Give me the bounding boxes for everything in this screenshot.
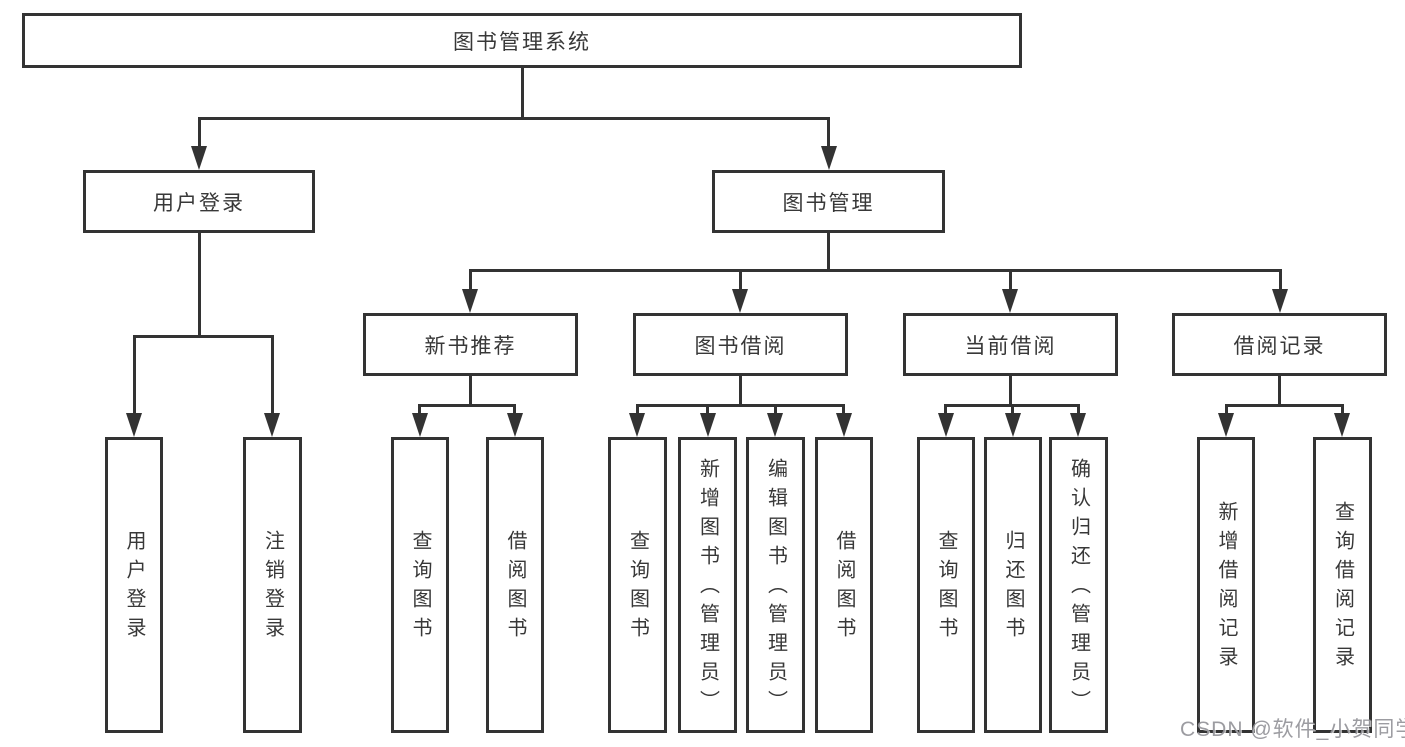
- leaf-query-books-current: 查询图书: [917, 437, 975, 733]
- arrowhead-down-icon: [126, 413, 142, 437]
- connector-line: [1278, 376, 1281, 406]
- node-borrowing-records: 借阅记录: [1172, 313, 1387, 376]
- connector-line: [133, 335, 136, 417]
- connector-line: [521, 68, 524, 118]
- connector-line: [636, 404, 844, 407]
- leaf-query-borrow-record: 查询借阅记录: [1313, 437, 1372, 733]
- arrowhead-down-icon: [1218, 413, 1234, 437]
- arrowhead-down-icon: [629, 413, 645, 437]
- connector-line: [198, 117, 830, 120]
- connector-line: [1279, 269, 1282, 293]
- leaf-borrow-books: 借阅图书: [815, 437, 873, 733]
- arrowhead-down-icon: [264, 413, 280, 437]
- leaf-query-books-borrowing: 查询图书: [608, 437, 667, 733]
- connector-line: [469, 376, 472, 406]
- arrowhead-down-icon: [700, 413, 716, 437]
- leaf-borrow-books-recommend: 借阅图书: [486, 437, 544, 733]
- node-current-borrowing: 当前借阅: [903, 313, 1118, 376]
- leaf-query-books-recommend: 查询图书: [391, 437, 449, 733]
- connector-line: [1009, 269, 1012, 293]
- leaf-edit-books-admin: 编辑图书（管理员）: [746, 437, 805, 733]
- leaf-logout: 注销登录: [243, 437, 302, 733]
- connector-line: [198, 117, 201, 149]
- arrowhead-down-icon: [507, 413, 523, 437]
- connector-line: [271, 335, 274, 417]
- connector-line: [636, 404, 639, 415]
- leaf-add-books-admin: 新增图书（管理员）: [678, 437, 737, 733]
- arrowhead-down-icon: [1272, 289, 1288, 313]
- connector-line: [827, 117, 830, 149]
- connector-line: [1341, 404, 1344, 415]
- node-root: 图书管理系统: [22, 13, 1022, 68]
- connector-line: [133, 335, 274, 338]
- node-book-borrowing: 图书借阅: [633, 313, 848, 376]
- connector-line: [513, 404, 516, 415]
- connector-line: [198, 233, 201, 337]
- leaf-add-borrow-record: 新增借阅记录: [1197, 437, 1255, 733]
- arrowhead-down-icon: [821, 146, 837, 170]
- arrowhead-down-icon: [767, 413, 783, 437]
- connector-line: [469, 269, 1281, 272]
- connector-line: [739, 269, 742, 293]
- leaf-confirm-return-admin: 确认归还（管理员）: [1049, 437, 1108, 733]
- connector-line: [842, 404, 845, 415]
- connector-line: [1011, 404, 1014, 415]
- connector-line: [469, 269, 472, 293]
- node-book-management: 图书管理: [712, 170, 945, 233]
- arrowhead-down-icon: [462, 289, 478, 313]
- leaf-user-login: 用户登录: [105, 437, 163, 733]
- connector-line: [419, 404, 515, 407]
- node-user-login: 用户登录: [83, 170, 315, 233]
- leaf-return-books: 归还图书: [984, 437, 1042, 733]
- arrowhead-down-icon: [1005, 413, 1021, 437]
- arrowhead-down-icon: [836, 413, 852, 437]
- connector-line: [739, 376, 742, 406]
- connector-line: [1077, 404, 1080, 415]
- node-new-book-recommend: 新书推荐: [363, 313, 578, 376]
- connector-line: [1225, 404, 1228, 415]
- connector-line: [418, 404, 421, 415]
- connector-line: [774, 404, 777, 415]
- connector-line: [1225, 404, 1342, 407]
- arrowhead-down-icon: [1002, 289, 1018, 313]
- arrowhead-down-icon: [938, 413, 954, 437]
- connector-line: [1009, 376, 1012, 406]
- csdn-watermark: CSDN @软件_小贺同学: [1180, 718, 1405, 741]
- arrowhead-down-icon: [1070, 413, 1086, 437]
- arrowhead-down-icon: [1334, 413, 1350, 437]
- arrowhead-down-icon: [191, 146, 207, 170]
- connector-line: [827, 233, 830, 272]
- connector-line: [706, 404, 709, 415]
- connector-line: [944, 404, 947, 415]
- arrowhead-down-icon: [412, 413, 428, 437]
- arrowhead-down-icon: [732, 289, 748, 313]
